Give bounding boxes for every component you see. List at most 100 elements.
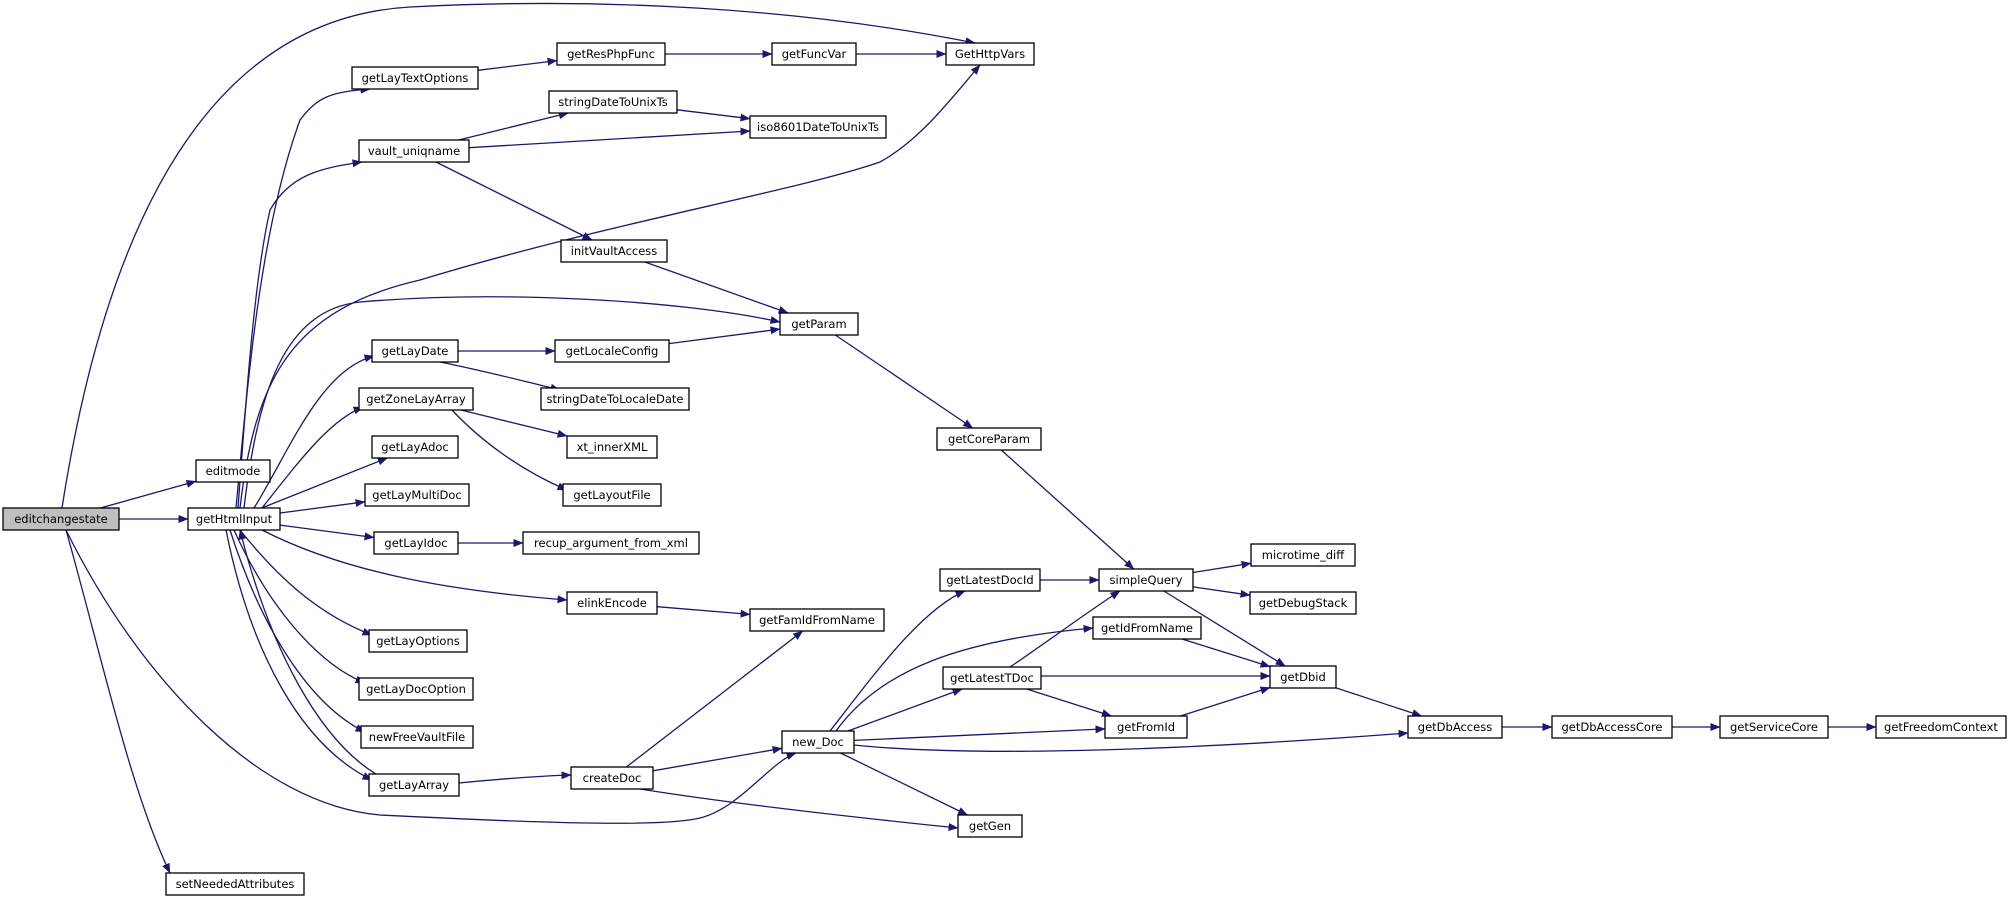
node-box[interactable] <box>570 766 654 790</box>
node-getLayDocOption[interactable]: getLayDocOption <box>358 677 474 701</box>
node-getLayoutFile[interactable]: getLayoutFile <box>562 483 662 507</box>
node-getParam[interactable]: getParam <box>779 312 859 336</box>
node-box[interactable] <box>1407 715 1503 739</box>
node-box[interactable] <box>358 139 470 163</box>
node-getFamIdFromName[interactable]: getFamIdFromName <box>749 608 885 632</box>
node-box[interactable] <box>373 531 459 555</box>
node-box[interactable] <box>771 42 857 66</box>
node-getResPhpFunc[interactable]: getResPhpFunc <box>556 42 666 66</box>
node-getZoneLayArray[interactable]: getZoneLayArray <box>358 387 474 411</box>
node-box[interactable] <box>1719 715 1829 739</box>
node-getHtmlInput[interactable]: getHtmlInput <box>187 507 281 531</box>
node-box[interactable] <box>939 568 1041 592</box>
node-box[interactable] <box>560 239 668 263</box>
node-box[interactable] <box>556 42 666 66</box>
node-box[interactable] <box>749 608 885 632</box>
node-xt_innerXML[interactable]: xt_innerXML <box>566 435 658 459</box>
node-stringDateToUnixTs[interactable]: stringDateToUnixTs <box>548 90 678 114</box>
node-box[interactable] <box>165 872 305 896</box>
node-box[interactable] <box>358 387 474 411</box>
node-getFromId[interactable]: getFromId <box>1104 715 1188 739</box>
node-simpleQuery[interactable]: simpleQuery <box>1098 568 1194 592</box>
node-getIdFromName[interactable]: getIdFromName <box>1092 616 1202 640</box>
node-box[interactable] <box>1551 715 1673 739</box>
node-getDbAccessCore[interactable]: getDbAccessCore <box>1551 715 1673 739</box>
node-setNeededAttributes[interactable]: setNeededAttributes <box>165 872 305 896</box>
node-label: stringDateToUnixTs <box>558 95 667 109</box>
node-box[interactable] <box>1249 591 1357 615</box>
node-box[interactable] <box>522 531 700 555</box>
node-box[interactable] <box>957 814 1023 838</box>
node-getLayOptions[interactable]: getLayOptions <box>368 629 468 653</box>
node-getServiceCore[interactable]: getServiceCore <box>1719 715 1829 739</box>
edge-editchangestate-to-GetHttpVars <box>61 2 976 509</box>
node-getDebugStack[interactable]: getDebugStack <box>1249 591 1357 615</box>
node-box[interactable] <box>1875 715 2007 739</box>
edge-getLayArray-to-getHtmlInput <box>238 529 377 775</box>
node-initVaultAccess[interactable]: initVaultAccess <box>560 239 668 263</box>
node-box[interactable] <box>749 115 887 139</box>
node-recup_argument_from_xml[interactable]: recup_argument_from_xml <box>522 531 700 555</box>
node-new_Doc[interactable]: new_Doc <box>781 730 855 754</box>
node-getCoreParam[interactable]: getCoreParam <box>936 427 1042 451</box>
node-box[interactable] <box>942 666 1042 690</box>
node-box[interactable] <box>945 42 1035 66</box>
node-label: new_Doc <box>792 735 844 749</box>
node-box[interactable] <box>554 339 670 363</box>
node-box[interactable] <box>562 483 662 507</box>
node-box[interactable] <box>1104 715 1188 739</box>
node-getFuncVar[interactable]: getFuncVar <box>771 42 857 66</box>
node-vault_uniqname[interactable]: vault_uniqname <box>358 139 470 163</box>
node-getFreedomContext[interactable]: getFreedomContext <box>1875 715 2007 739</box>
node-getLayAdoc[interactable]: getLayAdoc <box>371 435 459 459</box>
node-box[interactable] <box>1250 543 1356 567</box>
node-getLatestTDoc[interactable]: getLatestTDoc <box>942 666 1042 690</box>
node-iso8601DateToUnixTs[interactable]: iso8601DateToUnixTs <box>749 115 887 139</box>
node-box[interactable] <box>358 677 474 701</box>
node-label: stringDateToLocaleDate <box>547 392 684 406</box>
node-box[interactable] <box>364 483 470 507</box>
node-getLatestDocId[interactable]: getLatestDocId <box>939 568 1041 592</box>
node-box[interactable] <box>195 459 271 483</box>
node-microtime_diff[interactable]: microtime_diff <box>1250 543 1356 567</box>
node-box[interactable] <box>781 730 855 754</box>
node-box[interactable] <box>2 507 120 531</box>
node-newFreeVaultFile[interactable]: newFreeVaultFile <box>360 725 474 749</box>
node-box[interactable] <box>368 773 460 797</box>
node-box[interactable] <box>936 427 1042 451</box>
node-getLayTextOptions[interactable]: getLayTextOptions <box>351 66 479 90</box>
node-box[interactable] <box>187 507 281 531</box>
node-editchangestate[interactable]: editchangestate <box>2 507 120 531</box>
node-box[interactable] <box>779 312 859 336</box>
node-box[interactable] <box>566 435 658 459</box>
edge-getHtmlInput-to-getLayAdoc <box>261 457 388 509</box>
node-box[interactable] <box>368 629 468 653</box>
node-getDbAccess[interactable]: getDbAccess <box>1407 715 1503 739</box>
node-GetHttpVars[interactable]: GetHttpVars <box>945 42 1035 66</box>
node-box[interactable] <box>1269 665 1337 689</box>
edge-getLocaleConfig-to-getParam <box>668 326 781 345</box>
node-getLayMultiDoc[interactable]: getLayMultiDoc <box>364 483 470 507</box>
node-getGen[interactable]: getGen <box>957 814 1023 838</box>
node-box[interactable] <box>1092 616 1202 640</box>
node-stringDateToLocaleDate[interactable]: stringDateToLocaleDate <box>540 387 690 411</box>
node-box[interactable] <box>371 339 459 363</box>
node-getLayIdoc[interactable]: getLayIdoc <box>373 531 459 555</box>
edge-new_Doc-to-getIdFromName <box>835 624 1094 732</box>
node-box[interactable] <box>371 435 459 459</box>
node-elinkEncode[interactable]: elinkEncode <box>566 591 658 615</box>
node-box[interactable] <box>351 66 479 90</box>
edge-vault_uniqname-to-initVaultAccess <box>435 161 593 241</box>
node-box[interactable] <box>566 591 658 615</box>
node-getLocaleConfig[interactable]: getLocaleConfig <box>554 339 670 363</box>
node-getLayArray[interactable]: getLayArray <box>368 773 460 797</box>
node-box[interactable] <box>360 725 474 749</box>
node-getDbid[interactable]: getDbid <box>1269 665 1337 689</box>
node-getLayDate[interactable]: getLayDate <box>371 339 459 363</box>
node-createDoc[interactable]: createDoc <box>570 766 654 790</box>
node-box[interactable] <box>1098 568 1194 592</box>
edge-getHtmlInput-to-getLayDate <box>253 354 375 509</box>
node-box[interactable] <box>540 387 690 411</box>
node-box[interactable] <box>548 90 678 114</box>
node-editmode[interactable]: editmode <box>195 459 271 483</box>
